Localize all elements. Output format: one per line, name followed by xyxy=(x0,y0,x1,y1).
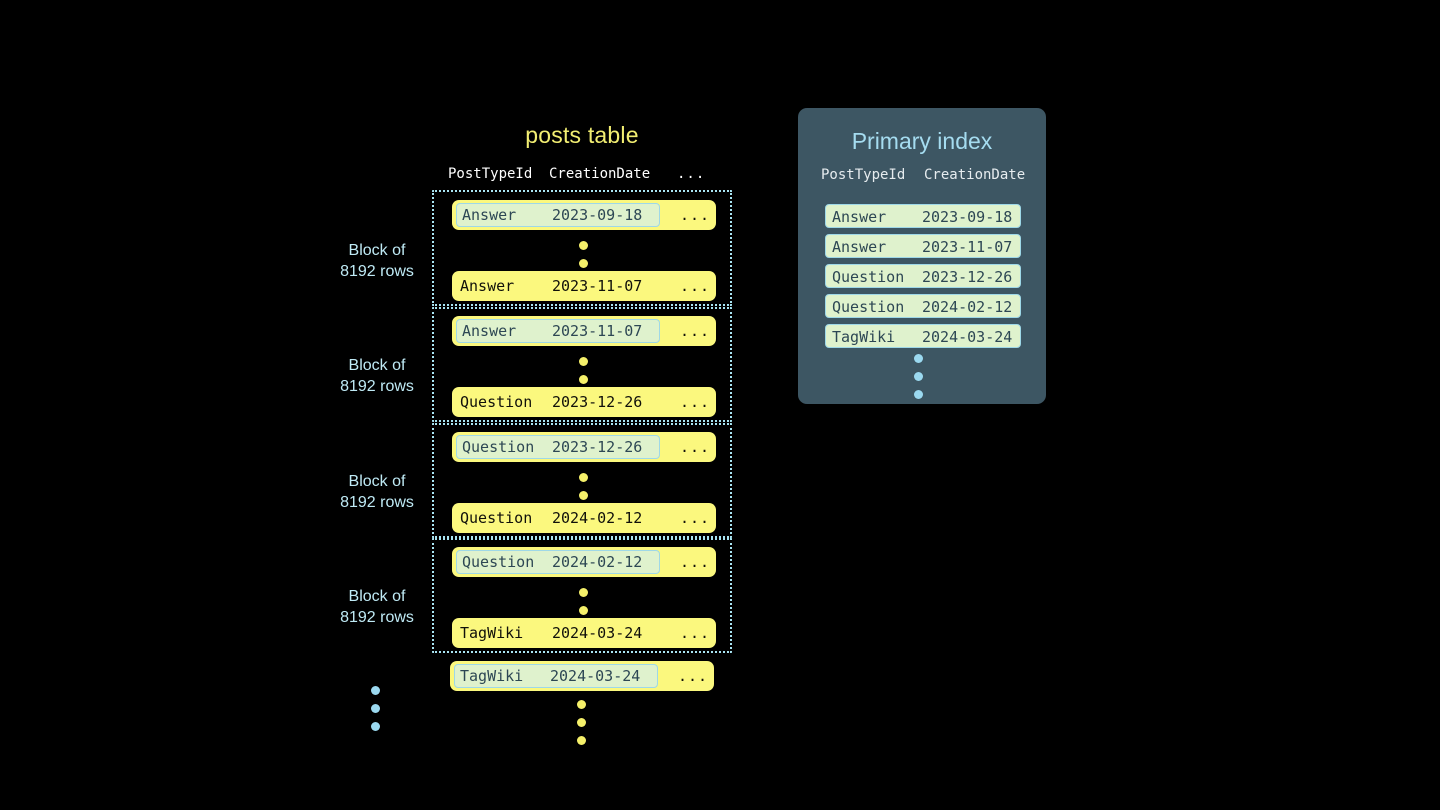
cell-creationdate: 2023-09-18 xyxy=(552,206,643,224)
column-header-creationdate: CreationDate xyxy=(549,166,651,182)
cell-posttypeid: Question xyxy=(460,393,533,411)
block-1: Answer 2023-09-18 ... Answer 2023-11-07 … xyxy=(432,190,732,306)
cell-ellipsis: ... xyxy=(680,393,711,411)
index-cell-posttypeid: Answer xyxy=(832,238,887,256)
index-cell-creationdate: 2023-11-07 xyxy=(922,238,1013,256)
index-cell-posttypeid: Answer xyxy=(832,208,887,226)
index-cell-creationdate: 2024-03-24 xyxy=(922,328,1013,346)
table-row[interactable]: Answer 2023-11-07 ... xyxy=(452,271,716,301)
block-label-4-line2: 8192 rows xyxy=(340,609,414,626)
table-continues-dots xyxy=(577,700,587,745)
index-cell-creationdate: 2024-02-12 xyxy=(922,298,1013,316)
table-row[interactable]: Answer 2023-09-18 ... xyxy=(452,200,716,230)
cell-creationdate: 2024-03-24 xyxy=(550,667,641,685)
table-row[interactable]: Question 2023-12-26 ... xyxy=(452,387,716,417)
posts-table-column-headers: PostTypeId CreationDate ... xyxy=(432,166,732,186)
block-label-3: Block of 8192 rows xyxy=(302,471,452,513)
cell-ellipsis: ... xyxy=(680,509,711,527)
cell-posttypeid: Question xyxy=(462,438,535,456)
table-row[interactable]: Answer 2023-11-07 ... xyxy=(452,316,716,346)
cell-posttypeid: TagWiki xyxy=(460,624,524,642)
block-4: Question 2024-02-12 ... TagWiki 2024-03-… xyxy=(432,538,732,653)
posts-table-title: posts table xyxy=(525,122,639,148)
index-cell-posttypeid: Question xyxy=(832,298,905,316)
cell-creationdate: 2024-02-12 xyxy=(552,553,643,571)
cell-creationdate: 2024-03-24 xyxy=(552,624,643,642)
block-label-2-line1: Block of xyxy=(348,357,406,374)
cell-creationdate: 2023-12-26 xyxy=(552,438,643,456)
primary-index-column-headers: PostTypeId CreationDate xyxy=(798,167,1046,187)
table-row[interactable]: TagWiki 2024-03-24 ... xyxy=(452,618,716,648)
cell-ellipsis: ... xyxy=(680,438,711,456)
index-column-header-creationdate: CreationDate xyxy=(924,167,1026,183)
table-row[interactable]: TagWiki 2024-03-24 ... xyxy=(450,661,714,691)
index-key-highlight xyxy=(456,203,660,227)
column-header-posttypeid: PostTypeId xyxy=(448,166,533,182)
column-header-ellipsis: ... xyxy=(677,166,706,182)
block-label-2: Block of 8192 rows xyxy=(302,355,452,397)
block-label-4-line1: Block of xyxy=(348,588,406,605)
table-row[interactable]: Question 2023-12-26 ... xyxy=(452,432,716,462)
index-cell-creationdate: 2023-09-18 xyxy=(922,208,1013,226)
index-cell-posttypeid: TagWiki xyxy=(832,328,896,346)
cell-posttypeid: Answer xyxy=(462,206,517,224)
index-key-highlight xyxy=(454,664,658,688)
table-row[interactable]: Question 2024-02-12 ... xyxy=(452,547,716,577)
cell-posttypeid: TagWiki xyxy=(460,667,524,685)
cell-posttypeid: Answer xyxy=(462,322,517,340)
cell-creationdate: 2023-12-26 xyxy=(552,393,643,411)
index-entry[interactable]: Answer 2023-11-07 xyxy=(825,234,1021,258)
index-key-highlight xyxy=(456,319,660,343)
index-entry[interactable]: Question 2023-12-26 xyxy=(825,264,1021,288)
index-cell-posttypeid: Question xyxy=(832,268,905,286)
cell-ellipsis: ... xyxy=(680,277,711,295)
cell-posttypeid: Question xyxy=(460,509,533,527)
block-label-3-line1: Block of xyxy=(348,473,406,490)
table-row[interactable]: Question 2024-02-12 ... xyxy=(452,503,716,533)
blocks-continue-dots xyxy=(371,686,381,731)
cell-creationdate: 2023-11-07 xyxy=(552,322,643,340)
cell-ellipsis: ... xyxy=(680,553,711,571)
cell-ellipsis: ... xyxy=(680,206,711,224)
cell-ellipsis: ... xyxy=(680,322,711,340)
primary-index-panel: Primary index PostTypeId CreationDate An… xyxy=(798,108,1046,404)
index-key-highlight xyxy=(456,550,660,574)
block-label-3-line2: 8192 rows xyxy=(340,494,414,511)
cell-creationdate: 2023-11-07 xyxy=(552,277,643,295)
primary-index-title: Primary index xyxy=(851,128,993,154)
index-entry[interactable]: TagWiki 2024-03-24 xyxy=(825,324,1021,348)
cell-ellipsis: ... xyxy=(680,624,711,642)
block-label-1: Block of 8192 rows xyxy=(302,240,452,282)
cell-posttypeid: Answer xyxy=(460,277,515,295)
cell-ellipsis: ... xyxy=(678,667,709,685)
cell-creationdate: 2024-02-12 xyxy=(552,509,643,527)
index-key-highlight xyxy=(456,435,660,459)
block-label-1-line1: Block of xyxy=(348,242,406,259)
index-entry[interactable]: Question 2024-02-12 xyxy=(825,294,1021,318)
index-entry[interactable]: Answer 2023-09-18 xyxy=(825,204,1021,228)
block-label-4: Block of 8192 rows xyxy=(302,586,452,628)
block-2: Answer 2023-11-07 ... Question 2023-12-2… xyxy=(432,307,732,422)
block-label-1-line2: 8192 rows xyxy=(340,263,414,280)
block-label-2-line2: 8192 rows xyxy=(340,378,414,395)
index-cell-creationdate: 2023-12-26 xyxy=(922,268,1013,286)
index-continues-dots xyxy=(914,354,924,399)
block-3: Question 2023-12-26 ... Question 2024-02… xyxy=(432,423,732,538)
index-column-header-posttypeid: PostTypeId xyxy=(821,167,906,183)
cell-posttypeid: Question xyxy=(462,553,535,571)
